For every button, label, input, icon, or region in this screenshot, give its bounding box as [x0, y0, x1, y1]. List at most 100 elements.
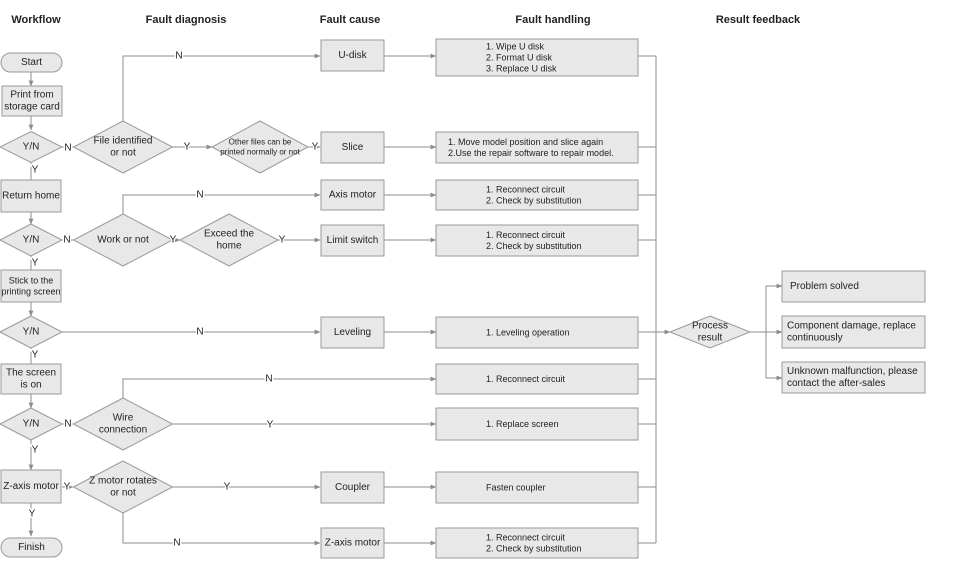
z-axis-motor-box-text: Z-axis motor [3, 481, 59, 492]
yn-decision-2-text: Y/N [23, 235, 40, 246]
edge-label-n-leveling: N [196, 327, 203, 338]
cause-coupler [320, 471, 385, 504]
stick-screen-box-text-line-2: printing screen [1, 287, 60, 297]
file-identified-diamond [72, 120, 174, 174]
handling-axis-motor [435, 179, 639, 211]
process-result-diamond-text-line-2: result [698, 333, 723, 344]
handling-axis-motor-text-line-2: 2. Check by substitution [486, 196, 582, 206]
cause-leveling-text: Leveling [334, 327, 371, 338]
result-problem-solved-text: Problem solved [790, 281, 859, 292]
edge-wire-reconnect [122, 376, 437, 399]
other-files-diamond-text-line-2: printed normally or not [220, 148, 300, 157]
cause-limit-switch [320, 224, 385, 257]
handling-z-axis-motor-text-line-1: 1. Reconnect circuit [486, 533, 566, 543]
z-motor-rotates-diamond-text-line-1: Z motor rotates [89, 476, 157, 487]
stick-screen-box [0, 269, 62, 303]
edge-label-y-slice: Y [312, 142, 319, 153]
handling-limit-switch-text-line-2: 2. Check by substitution [486, 241, 582, 251]
edge-label-n-2: N [63, 235, 70, 246]
return-home-box [0, 179, 62, 213]
exceed-home-diamond-text-line-1: Exceed the [204, 229, 254, 240]
z-axis-motor-box [0, 469, 62, 504]
edge-zrot-zaxis [122, 512, 321, 546]
start-node-text: Start [21, 57, 42, 68]
edge-label-y-5: Y [64, 482, 71, 493]
cause-z-axis-motor-text: Z-axis motor [325, 538, 381, 549]
wire-connection-diamond-text-line-2: connection [99, 425, 147, 436]
handling-u-disk [435, 38, 639, 77]
handling-replace-screen [435, 407, 639, 441]
file-identified-diamond-text-line-2: or not [110, 148, 136, 159]
handling-leveling-text: 1. Leveling operation [486, 328, 570, 338]
screen-on-box-text-line-1: The screen [6, 368, 56, 379]
result-unknown-malfunction-text-line-2: contact the after-sales [787, 378, 885, 389]
handling-slice-text-line-2: 2.Use the repair software to repair mode… [448, 148, 614, 158]
handling-fasten-coupler [435, 471, 639, 504]
header-fault-cause: Fault cause [319, 14, 381, 26]
edge-work-axis [122, 192, 321, 215]
yn-decision-1 [0, 130, 64, 164]
return-home-box-text: Return home [2, 191, 60, 202]
edge-label-y-6: Y [29, 509, 36, 520]
handling-z-axis-motor [435, 527, 639, 559]
edge-label-n-4: N [64, 419, 71, 430]
cause-leveling [320, 316, 385, 349]
edge-label-y-coupler: Y [224, 482, 231, 493]
edge-label-n-reconnect: N [265, 374, 272, 385]
edge-label-n-1: N [64, 143, 71, 154]
yn-decision-4-text: Y/N [23, 419, 40, 430]
print-from-card-box-text-line-2: storage card [4, 102, 60, 113]
edge-label-y-2: Y [32, 258, 39, 269]
wire-connection-diamond-text-line-1: Wire [113, 413, 134, 424]
finish-node-text: Finish [18, 542, 45, 553]
yn-decision-3-text: Y/N [23, 327, 40, 338]
exceed-home-diamond [178, 213, 280, 267]
stick-screen-box-text-line-1: Stick to the [9, 276, 54, 286]
handling-replace-screen-text: 1. Replace screen [486, 419, 559, 429]
edge-label-y-other: Y [184, 142, 191, 153]
yn-decision-4 [0, 407, 64, 441]
handling-slice [435, 131, 639, 164]
cause-coupler-text: Coupler [335, 482, 371, 493]
print-from-card-box [1, 85, 63, 117]
edge-label-n-udisk: N [175, 51, 182, 62]
print-from-card-box-text-line-1: Print from [10, 90, 53, 101]
screen-on-box [0, 363, 62, 395]
cause-slice-text: Slice [342, 142, 364, 153]
handling-reconnect [435, 363, 639, 395]
process-result-diamond-text-line-1: Process [692, 321, 728, 332]
handling-u-disk-text-line-1: 1. Wipe U disk [486, 42, 545, 52]
work-or-not-diamond-text: Work or not [97, 235, 149, 246]
edge-label-n-zaxis: N [173, 538, 180, 549]
exceed-home-diamond-text-line-2: home [216, 241, 241, 252]
z-motor-rotates-diamond-text-line-2: or not [110, 488, 136, 499]
handling-z-axis-motor-text-line-2: 2. Check by substitution [486, 544, 582, 554]
handling-u-disk-text-line-2: 2. Format U disk [486, 53, 553, 63]
yn-decision-3 [0, 315, 64, 349]
handling-limit-switch [435, 224, 639, 257]
handling-reconnect-text: 1. Reconnect circuit [486, 374, 566, 384]
yn-decision-2 [0, 223, 64, 257]
cause-u-disk-text: U-disk [338, 50, 367, 61]
result-problem-solved [781, 270, 926, 303]
edge-label-y-4: Y [32, 445, 39, 456]
handling-limit-switch-text-line-1: 1. Reconnect circuit [486, 230, 566, 240]
edge-label-y-1: Y [32, 165, 39, 176]
result-component-damage-text-line-2: continuously [787, 333, 843, 344]
process-result-diamond [668, 315, 752, 349]
z-motor-rotates-diamond [72, 460, 174, 514]
result-unknown-malfunction [781, 361, 926, 394]
yn-decision-1-text: Y/N [23, 142, 40, 153]
header-fault-handling: Fault handling [515, 14, 591, 26]
work-or-not-diamond [72, 213, 174, 267]
header-workflow: Workflow [11, 14, 61, 26]
result-component-damage-text-line-1: Component damage, replace [787, 321, 916, 332]
handling-u-disk-text-line-3: 3. Replace U disk [486, 64, 557, 74]
header-fault-diagnosis: Fault diagnosis [145, 14, 227, 26]
finish-node [0, 537, 63, 558]
handling-leveling [435, 316, 639, 349]
result-component-damage [781, 315, 926, 349]
cause-z-axis-motor [320, 527, 385, 559]
cause-axis-motor-text: Axis motor [329, 190, 377, 201]
